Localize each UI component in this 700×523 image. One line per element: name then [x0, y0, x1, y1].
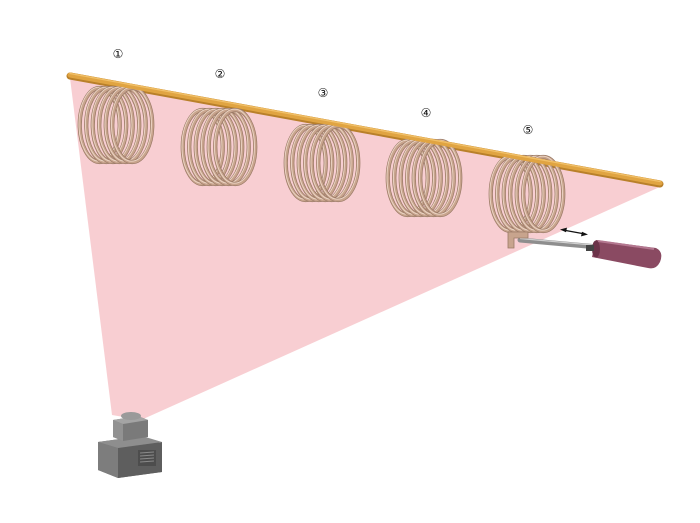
coil-label-2: ② — [215, 67, 226, 81]
coil-labels: ① ② ③ ④ ⑤ — [113, 47, 534, 137]
coil-label-text: ⑤ — [523, 123, 534, 137]
coil-4 — [385, 138, 463, 218]
coil-label-text: ② — [215, 67, 226, 81]
coil-label-text: ① — [113, 47, 124, 61]
coil-label-text: ④ — [421, 106, 432, 120]
double-arrow-icon — [560, 227, 588, 237]
coil-2 — [180, 107, 258, 187]
laser-scanner-icon — [98, 412, 162, 478]
coil-label-5: ⑤ — [523, 123, 534, 137]
rod — [67, 72, 663, 186]
probe-icon — [507, 231, 662, 269]
coil-label-1: ① — [113, 47, 124, 61]
coil-label-4: ④ — [421, 106, 432, 120]
coil-label-text: ③ — [318, 86, 329, 100]
coil-label-3: ③ — [318, 86, 329, 100]
